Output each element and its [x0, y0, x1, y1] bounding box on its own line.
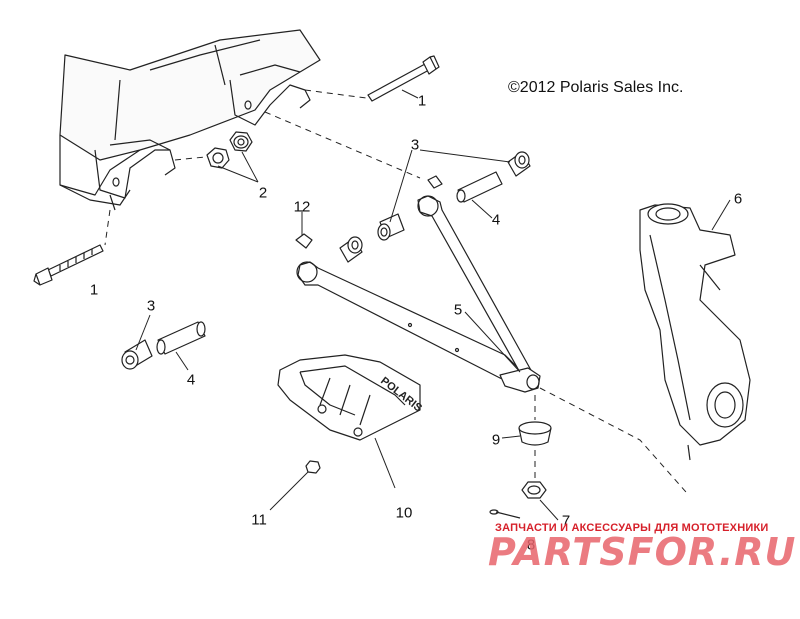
frame-part — [59, 29, 321, 211]
callout-1-top: 1 — [417, 92, 427, 110]
a-arm — [296, 195, 541, 393]
nut-2b — [229, 131, 253, 152]
bolt-left — [33, 244, 104, 286]
dust-cap-9 — [518, 421, 552, 446]
callout-10: 10 — [395, 504, 413, 522]
bushing-3-upper — [377, 213, 405, 241]
nut-11 — [305, 460, 321, 474]
callout-3-top: 3 — [410, 136, 420, 154]
leader-lines — [135, 89, 731, 521]
callout-11: 11 — [251, 511, 267, 529]
cotter-pin-8 — [489, 509, 521, 519]
callout-4-right: 4 — [491, 211, 501, 229]
assembly-lines — [104, 89, 687, 493]
callout-3-left: 3 — [146, 297, 156, 315]
castle-nut-7 — [521, 481, 547, 499]
copyright-notice: ©2012 Polaris Sales Inc. — [508, 79, 684, 96]
callout-9: 9 — [491, 431, 501, 449]
sleeve-4-left — [156, 321, 206, 355]
callout-8: 8 — [526, 536, 536, 554]
bolt-top — [367, 55, 440, 102]
nut-2a — [206, 147, 230, 169]
callout-5: 5 — [453, 301, 463, 319]
callout-7: 7 — [561, 512, 571, 530]
callout-12: 12 — [293, 198, 311, 216]
a-arm-guard — [277, 354, 421, 441]
bushing-3-right — [507, 151, 531, 177]
watermark-tagline: ЗАПЧАСТИ И АКСЕССУАРЫ ДЛЯ МОТОТЕХНИКИ — [495, 522, 769, 534]
sleeve-4-right — [456, 171, 503, 203]
watermark-logo: PARTSFOR.RU — [488, 530, 797, 574]
bushing-lower — [339, 236, 363, 263]
callout-6: 6 — [733, 190, 743, 208]
clip-12 — [295, 175, 443, 249]
bushing-3-left — [121, 339, 153, 370]
callout-2: 2 — [258, 184, 268, 202]
steering-knuckle — [639, 203, 751, 461]
callout-1-left: 1 — [89, 281, 99, 299]
callout-4-left: 4 — [186, 371, 196, 389]
